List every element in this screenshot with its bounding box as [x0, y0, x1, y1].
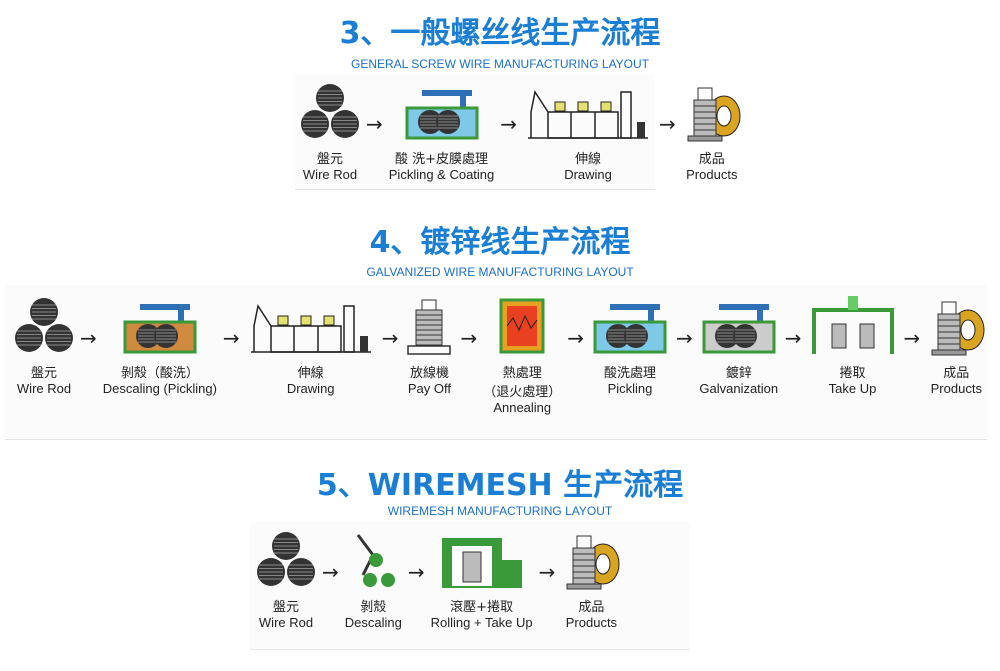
flow-arrow-icon: →	[381, 326, 399, 350]
step-illustration-icon	[523, 82, 653, 142]
flow-arrow-icon: →	[903, 326, 921, 350]
flow-arrow-icon: →	[366, 112, 383, 136]
step-label-en: Drawing	[564, 167, 612, 182]
step-illustration-icon	[14, 296, 74, 356]
step-label-en: Take Up	[828, 381, 877, 396]
step-illustration-icon	[246, 296, 376, 356]
step-label-zh: 捲取	[839, 366, 866, 381]
step-label-en: Pay Off	[407, 381, 452, 396]
flow-arrow-icon: →	[322, 560, 339, 584]
step-label-zh: 盤元	[272, 600, 299, 615]
step-label-en: Drawing	[286, 381, 335, 396]
step-illustration-icon	[497, 296, 547, 356]
section-4-title: 4、镀锌线生产流程	[369, 225, 631, 260]
step-illustration-icon	[926, 296, 986, 356]
step-label-zh: 盤元	[316, 152, 343, 167]
step-label-zh: 酸 洗+皮膜處理	[395, 152, 489, 167]
step-label-en: Descaling (Pickling)	[102, 381, 217, 396]
step-illustration-icon	[590, 296, 670, 356]
step-label-zh: 成品	[943, 366, 970, 381]
flow-arrow-icon: →	[222, 326, 240, 350]
section-5-title: 5、WIREMESH 生产流程	[316, 468, 684, 503]
step-illustration-icon	[300, 82, 360, 142]
flow-arrow-icon: →	[676, 326, 693, 350]
step-label-en: Products	[686, 167, 738, 182]
process-step: 剝殼（酸洗）Descaling (Pickling)	[103, 296, 217, 397]
process-step: 熱處理 （退火處理）Annealing	[483, 296, 561, 416]
step-illustration-icon	[120, 296, 200, 356]
step-label-zh: 成品	[698, 152, 725, 167]
step-label-en: Annealing	[493, 400, 552, 415]
section-3-subtitle: GENERAL SCREW WIRE MANUFACTURING LAYOUT	[350, 57, 650, 71]
step-label-zh: 盤元	[30, 366, 57, 381]
step-illustration-icon	[808, 296, 898, 356]
flow-arrow-icon: →	[500, 112, 518, 136]
step-label-en: Products	[930, 381, 982, 396]
step-label-en: Wire Rod	[258, 615, 314, 630]
step-illustration-icon	[437, 530, 527, 590]
flow-arrow-icon: →	[538, 560, 556, 584]
section-3-title: 3、一般螺丝线生产流程	[339, 16, 661, 51]
step-illustration-icon	[348, 530, 398, 590]
step-label-en: Pickling	[607, 381, 653, 396]
step-label-zh: 伸線	[575, 152, 602, 167]
flow-arrow-icon: →	[80, 326, 97, 350]
step-label-en: Rolling + Take Up	[430, 615, 533, 630]
step-label-zh: 成品	[578, 600, 605, 615]
step-label-zh: 熱處理	[502, 366, 542, 381]
step-label-en: Products	[565, 615, 618, 630]
flow-arrow-icon: →	[784, 326, 802, 350]
step-illustration-icon	[561, 530, 621, 590]
step-label-zh: 剝殼	[360, 600, 387, 615]
step-illustration-icon	[699, 296, 779, 356]
step-label-zh: 剝殼（酸洗）	[120, 366, 199, 381]
flow-arrow-icon: →	[460, 326, 478, 350]
step-label-zh: 鍍鋅	[725, 366, 752, 381]
step-label-zh: 伸線	[297, 366, 324, 381]
step-illustration-icon	[404, 296, 454, 356]
step-label-zh: 放線機	[409, 366, 449, 381]
step-label-zh-2: （退火處理）	[483, 385, 562, 400]
step-illustration-icon	[402, 82, 482, 142]
flow-arrow-icon: →	[407, 560, 425, 584]
step-label-en: Pickling & Coating	[388, 167, 495, 182]
flow-arrow-icon: →	[659, 112, 676, 136]
step-label-zh: 滾壓+捲取	[450, 600, 514, 615]
step-label-en: Wire Rod	[302, 167, 358, 182]
step-label-en: Galvanization	[699, 381, 779, 396]
flow-arrow-icon: →	[567, 326, 584, 350]
step-label-en: Descaling	[344, 615, 402, 630]
section-5-subtitle: WIREMESH MANUFACTURING LAYOUT	[387, 504, 613, 518]
section-4-subtitle: GALVANIZED WIRE MANUFACTURING LAYOUT	[366, 265, 634, 279]
step-illustration-icon	[682, 82, 742, 142]
step-label-en: Wire Rod	[16, 381, 72, 396]
step-label-zh: 酸洗處理	[603, 366, 656, 381]
step-illustration-icon	[256, 530, 316, 590]
